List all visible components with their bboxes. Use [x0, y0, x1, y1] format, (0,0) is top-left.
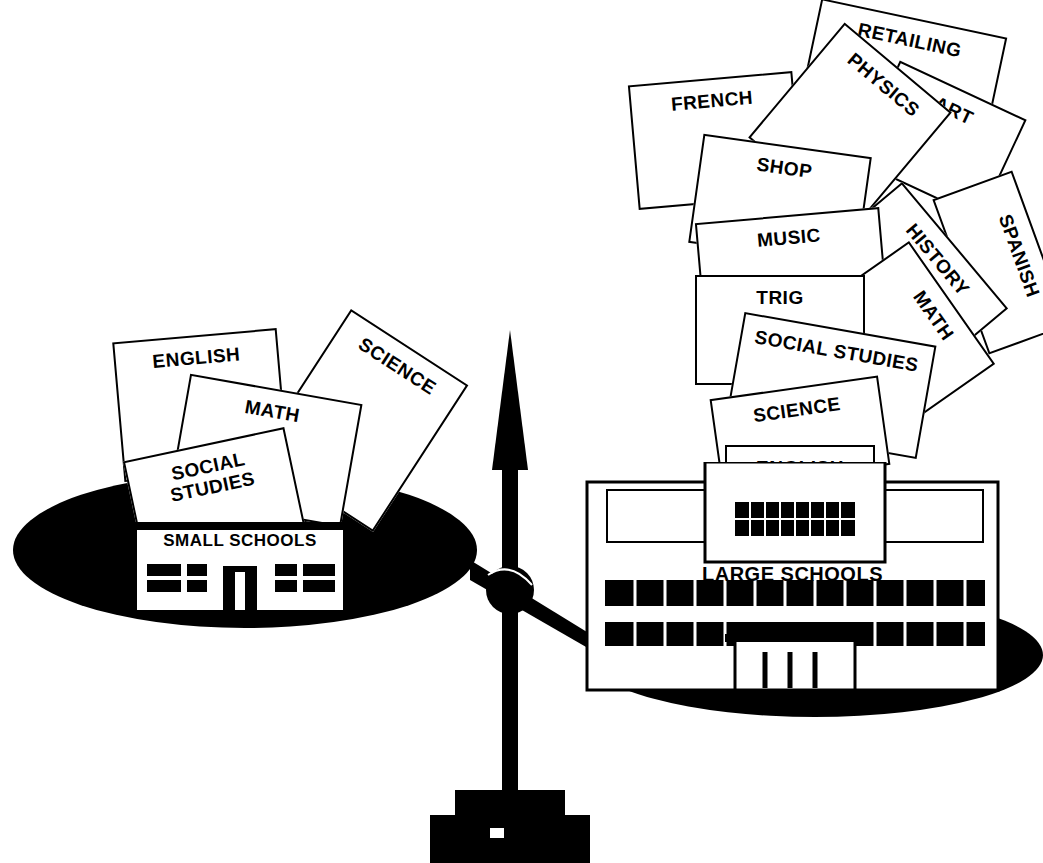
school-label: LARGE SCHOOLS: [585, 563, 1000, 586]
subject-name: ENGLISH: [115, 340, 277, 375]
base: [430, 815, 590, 863]
scale-beam: [470, 560, 600, 655]
school-building: LARGE SCHOOLSRETAILINGFRENCHPHYSICSARTSH…: [585, 462, 1000, 692]
pivot-highlight: [488, 569, 532, 585]
pivot: [486, 566, 534, 614]
subject-name: SHOP: [701, 146, 868, 190]
subject-name: MUSIC: [697, 219, 879, 256]
base-mark: [490, 828, 504, 838]
post: [502, 465, 518, 800]
subject-name: SCIENCE: [713, 388, 880, 432]
subject-name: SCIENCE: [335, 320, 460, 412]
pointer: [492, 330, 528, 470]
subject-name: TRIG: [697, 287, 863, 308]
school-label: SMALL SCHOOLS: [135, 531, 345, 551]
school-building: SMALL SCHOOLSENGLISHSCIENCEMATHSOCIAL ST…: [135, 522, 345, 612]
